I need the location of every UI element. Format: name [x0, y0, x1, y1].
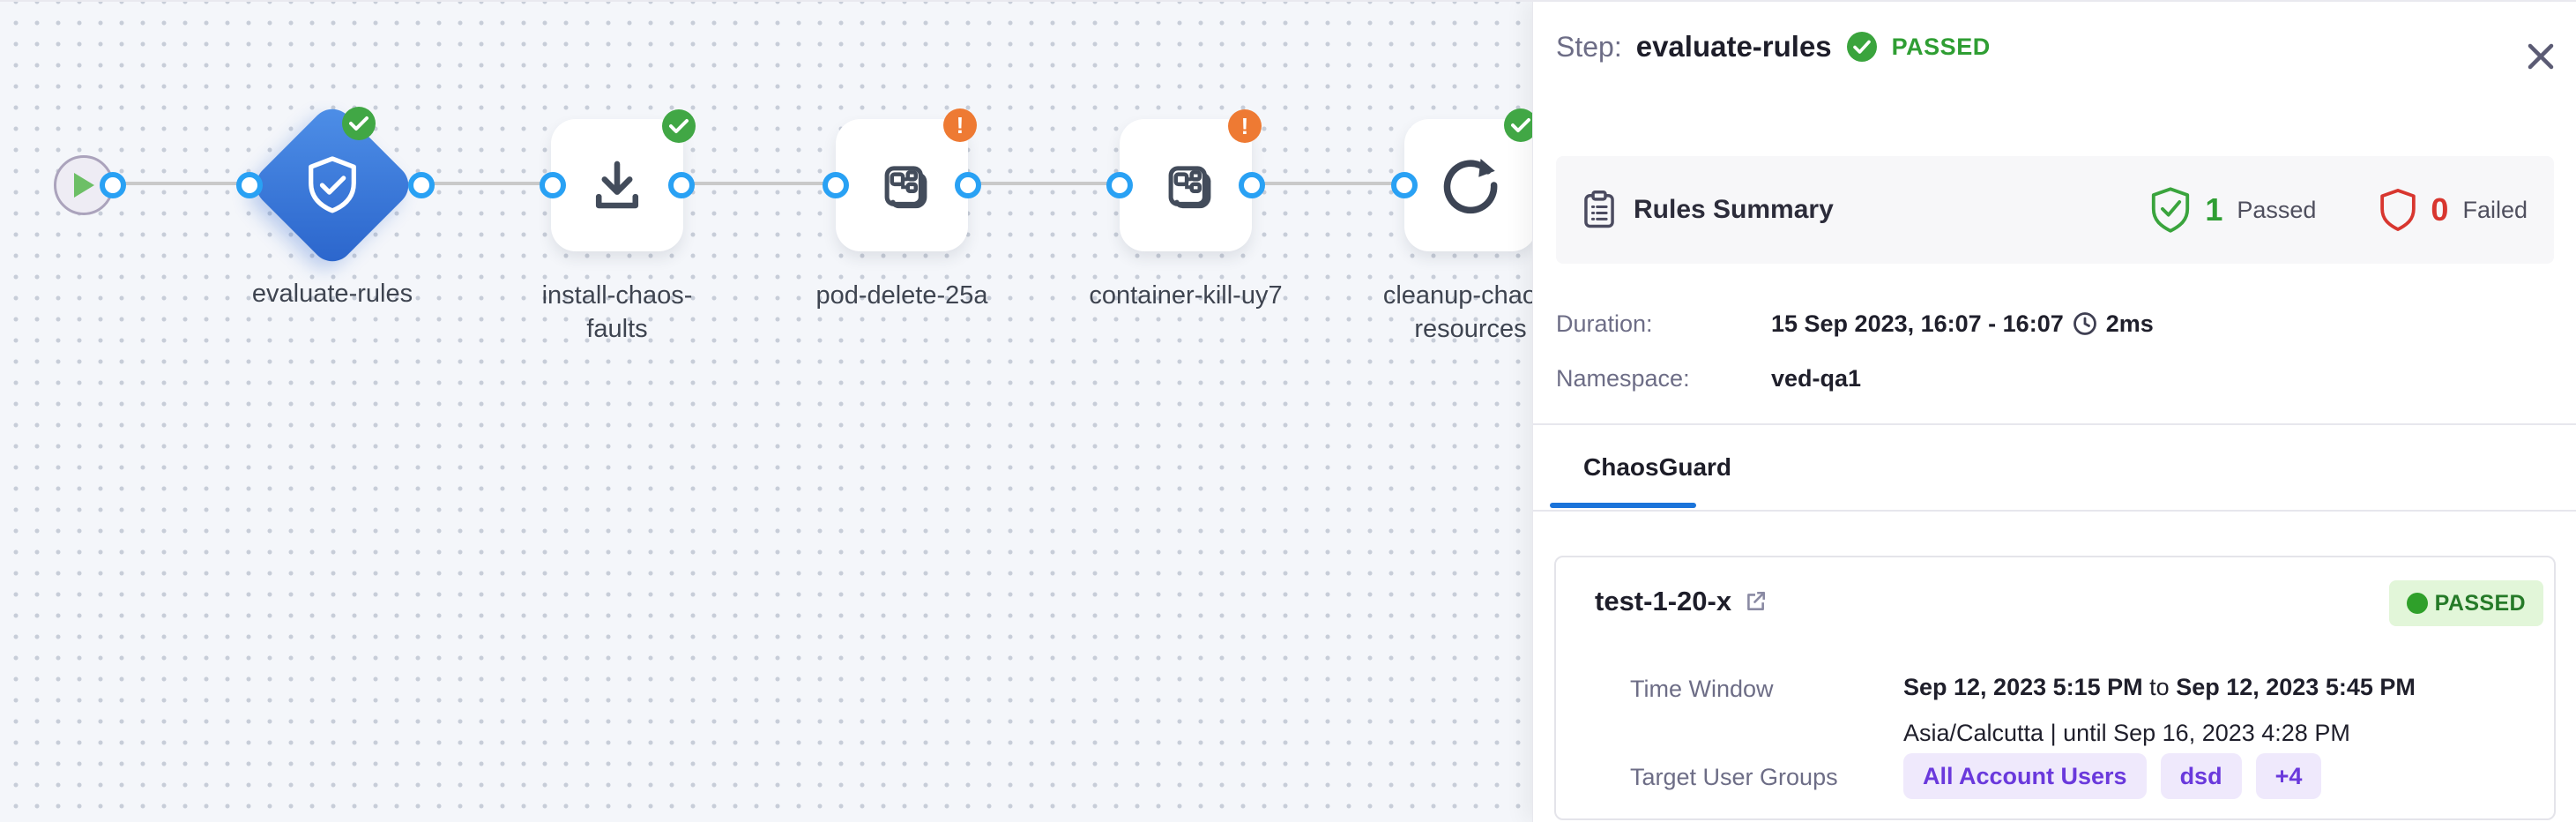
connector-port[interactable] [823, 172, 849, 198]
active-tab-underline [1550, 503, 1696, 508]
node-install-chaos-faults[interactable] [551, 119, 683, 251]
check-circle-icon [1504, 108, 1532, 142]
passed-label: Passed [2237, 196, 2317, 223]
exclamation-circle-icon: ! [943, 108, 977, 142]
node-evaluate-rules[interactable] [247, 100, 418, 271]
connector-port[interactable] [1239, 172, 1265, 198]
step-title: evaluate-rules [1635, 30, 1832, 63]
shield-icon [2380, 189, 2416, 231]
connector-port[interactable] [1391, 172, 1418, 198]
status-dot-icon [2406, 593, 2428, 614]
time-window-value: Sep 12, 2023 5:15 PM to Sep 12, 2023 5:4… [1903, 674, 2416, 700]
node-label: cleanup-chaos-resources [1382, 281, 1532, 343]
user-group-pill[interactable]: dsd [2160, 753, 2242, 799]
top-divider [0, 0, 2576, 2]
check-circle-icon [342, 107, 376, 140]
time-window-label: Time Window [1630, 676, 1774, 702]
connector-port[interactable] [236, 172, 263, 198]
clipboard-icon [1584, 191, 1614, 228]
node-container-kill-uy7[interactable] [1120, 119, 1252, 251]
user-group-overflow-pill[interactable]: +4 [2255, 753, 2322, 799]
shield-check-icon [309, 156, 356, 213]
node-label: install-chaos-faults [541, 281, 693, 343]
step-label: Step: [1556, 30, 1622, 63]
connector-port[interactable] [955, 172, 981, 198]
download-icon [595, 161, 639, 209]
user-group-pill[interactable]: All Account Users [1903, 753, 2147, 799]
section-divider [1533, 423, 2576, 425]
namespace-label: Namespace: [1556, 364, 1690, 392]
start-node[interactable] [54, 155, 114, 215]
check-circle-icon [1846, 32, 1877, 62]
guard-name: test-1-20-x [1595, 586, 1732, 616]
chaosguard-card: test-1-20-x PASSED Time Window Sep 12, 2… [1554, 556, 2556, 820]
refresh-icon [1443, 158, 1498, 214]
pipeline-edge [84, 182, 1532, 185]
rules-summary-title: Rules Summary [1634, 195, 1834, 224]
namespace-value: ved-qa1 [1771, 364, 1862, 392]
step-status-badge: PASSED [1891, 33, 1991, 60]
namespace-row: Namespace: ved-qa1 [1556, 362, 1861, 395]
close-button[interactable] [2521, 37, 2560, 76]
pipeline-canvas[interactable]: ! ! evaluate-rules install-chaos-faults … [0, 0, 1532, 822]
time-window-timezone: Asia/Calcutta | until Sep 16, 2023 4:28 … [1903, 720, 2350, 746]
shield-check-icon [2152, 187, 2190, 233]
connector-port[interactable] [408, 172, 435, 198]
failed-count: 0 [2431, 191, 2449, 228]
connector-port[interactable] [540, 172, 566, 198]
duration-elapsed: 2ms [2105, 310, 2154, 337]
duration-row: Duration: 15 Sep 2023, 16:07 - 16:07 2ms [1556, 307, 2154, 340]
node-cleanup-chaos-resources[interactable] [1404, 119, 1532, 251]
connector-port[interactable] [1106, 172, 1133, 198]
node-label: container-kill-uy7 [1089, 281, 1283, 310]
rules-summary-card: Rules Summary 1 Passed 0 Failed [1556, 156, 2554, 264]
node-label: evaluate-rules [251, 280, 413, 308]
node-label: pod-delete-25a [815, 281, 988, 310]
connector-port[interactable] [100, 172, 126, 198]
passed-count: 1 [2205, 191, 2223, 228]
panel-header: Step: evaluate-rules PASSED [1556, 30, 1991, 64]
target-user-groups: All Account Users dsd +4 [1903, 753, 2322, 799]
clock-icon [2073, 312, 2096, 335]
duration-value: 15 Sep 2023, 16:07 - 16:07 [1771, 310, 2064, 337]
exclamation-circle-icon: ! [1228, 109, 1262, 143]
failed-label: Failed [2462, 196, 2528, 223]
tabbar-divider [1533, 510, 2576, 512]
close-icon [2528, 43, 2554, 70]
target-user-groups-label: Target User Groups [1630, 764, 1838, 790]
check-circle-icon [662, 109, 696, 143]
play-icon [74, 173, 94, 198]
node-pod-delete-25a[interactable] [836, 119, 968, 251]
duration-label: Duration: [1556, 310, 1653, 337]
guard-status-badge: PASSED [2388, 580, 2543, 626]
connector-port[interactable] [668, 172, 695, 198]
external-link-icon[interactable] [1744, 590, 1767, 613]
chaos-fault-icon [1168, 166, 1211, 209]
step-details-panel: Step: evaluate-rules PASSED Rules Summar… [1532, 0, 2576, 822]
tab-chaosguard[interactable]: ChaosGuard [1583, 453, 1732, 481]
chaos-fault-icon [884, 166, 927, 209]
